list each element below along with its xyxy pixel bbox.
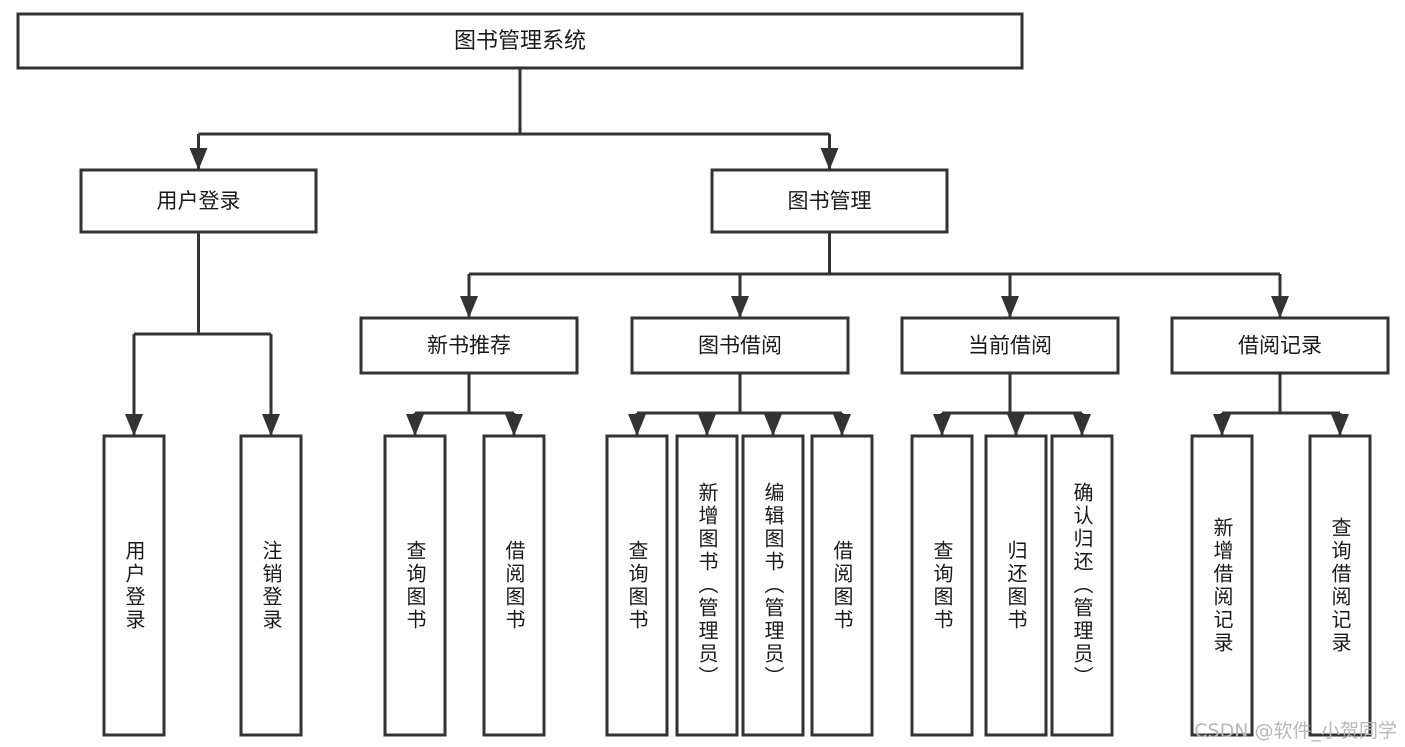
node-box-current-borrow[interactable]	[900, 316, 1120, 375]
node-box-leaf-add-borrow-record[interactable]	[1190, 434, 1254, 737]
arrow-head-icon	[262, 414, 280, 436]
node-box-borrow-record[interactable]	[1170, 316, 1390, 375]
node-box-root[interactable]	[16, 12, 1024, 70]
node-box-leaf-query-book-current[interactable]	[910, 434, 974, 737]
arrow-head-icon	[731, 296, 749, 318]
arrow-head-icon	[460, 296, 478, 318]
arrow-head-icon	[505, 414, 523, 436]
arrow-head-icon	[406, 414, 424, 436]
node-label-root: 图书管理系统	[454, 29, 586, 54]
node-box-new-book-recommend[interactable]	[359, 316, 579, 375]
node-label-book-borrow: 图书借阅	[698, 334, 782, 358]
connector-layer	[125, 68, 1349, 436]
node-box-leaf-confirm-return[interactable]	[1050, 434, 1114, 737]
node-label-new-book-recommend: 新书推荐	[427, 334, 511, 358]
node-box-leaf-add-book[interactable]	[675, 434, 739, 737]
arrow-head-icon	[1073, 414, 1091, 436]
arrow-head-icon	[628, 414, 646, 436]
arrow-head-icon	[1271, 296, 1289, 318]
node-box-layer	[16, 12, 1390, 737]
node-box-leaf-borrow-book[interactable]	[810, 434, 874, 737]
node-box-leaf-query-book-recommend[interactable]	[383, 434, 447, 737]
node-box-leaf-user-login[interactable]	[102, 434, 166, 737]
arrow-head-icon	[189, 148, 208, 170]
arrow-head-icon	[764, 414, 782, 436]
arrow-head-icon	[820, 148, 839, 170]
arrow-head-icon	[933, 414, 951, 436]
node-box-leaf-return-book[interactable]	[984, 434, 1048, 737]
node-box-book-borrow[interactable]	[630, 316, 850, 375]
arrow-head-icon	[833, 414, 851, 436]
arrow-head-icon	[1331, 414, 1349, 436]
node-box-leaf-borrow-book-recommend[interactable]	[482, 434, 546, 737]
node-label-current-borrow: 当前借阅	[968, 334, 1052, 358]
arrow-head-icon	[1007, 414, 1025, 436]
node-label-borrow-record: 借阅记录	[1238, 334, 1322, 358]
arrow-head-icon	[1001, 296, 1019, 318]
node-box-leaf-query-borrow-record[interactable]	[1308, 434, 1372, 737]
node-label-book-manage: 图书管理	[788, 189, 872, 213]
node-box-leaf-query-book-borrow[interactable]	[605, 434, 669, 737]
node-box-leaf-logout[interactable]	[239, 434, 303, 737]
arrow-head-icon	[1213, 414, 1231, 436]
node-box-user-login[interactable]	[79, 168, 318, 234]
watermark-text: CSDN @软件_小贺同学	[1194, 720, 1397, 742]
arrow-head-icon	[698, 414, 716, 436]
node-box-leaf-edit-book[interactable]	[741, 434, 805, 737]
arrow-head-icon	[125, 414, 143, 436]
node-box-book-manage[interactable]	[710, 168, 949, 234]
node-label-user-login: 用户登录	[157, 189, 241, 213]
